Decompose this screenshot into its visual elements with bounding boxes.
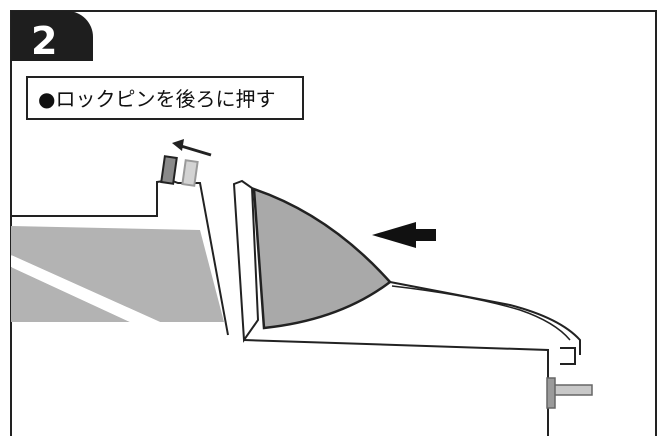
clip: [560, 347, 576, 365]
side-pin-head: [546, 377, 556, 409]
lock-pin-icon: [160, 155, 199, 187]
caption-box: ●ロックピンを後ろに押す: [26, 76, 304, 120]
lock-pin-dark: [160, 155, 178, 185]
step-badge: 2: [11, 11, 93, 61]
caption-text: ●ロックピンを後ろに押す: [38, 87, 276, 111]
step-number: 2: [31, 19, 58, 63]
hood-line: [389, 281, 581, 355]
lock-pin-light: [181, 159, 199, 187]
small-arrow-icon: [172, 139, 212, 157]
push-direction-arrow-icon: [372, 222, 436, 248]
panel-frame: [10, 10, 657, 436]
floor-line: [243, 339, 549, 436]
body-stripe-gap: [11, 255, 160, 322]
hood-inner-line: [391, 285, 571, 341]
body-stripe-upper: [11, 226, 224, 322]
windshield: [252, 187, 392, 330]
canopy-frame: [232, 179, 260, 343]
